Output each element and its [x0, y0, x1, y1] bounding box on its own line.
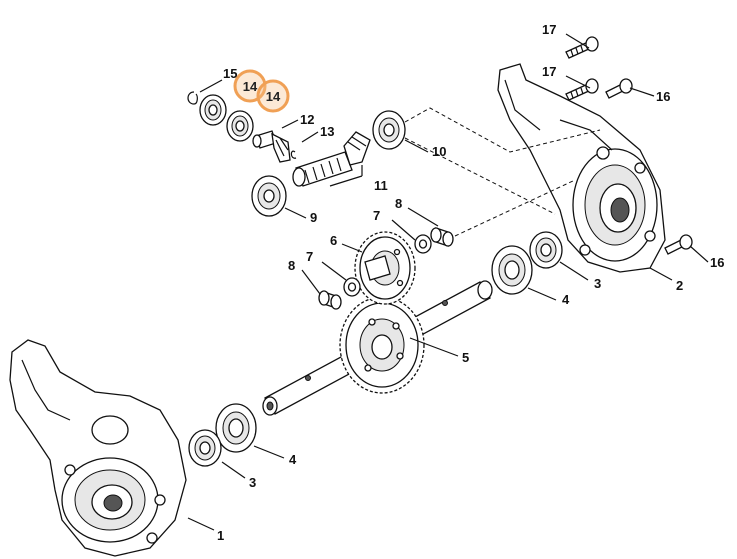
highlight-label-14b: 14	[266, 89, 281, 104]
screw-17-top	[565, 36, 599, 59]
bearing-14-a	[199, 94, 227, 126]
callout-2: 2	[676, 278, 683, 293]
callout-5: 5	[462, 350, 469, 365]
housing-right	[497, 63, 666, 273]
screw-16-top	[605, 78, 633, 99]
callout-1: 1	[217, 528, 224, 543]
callout-17-top: 17	[542, 22, 556, 37]
circlip-13	[290, 150, 297, 159]
pinion-shaft-11	[292, 131, 371, 187]
callout-17-mid: 17	[542, 64, 556, 79]
callout-12: 12	[300, 112, 314, 127]
bearing-3-left	[188, 429, 222, 467]
bearing-4-right	[491, 245, 533, 295]
callout-4-right: 4	[562, 292, 570, 307]
callout-6: 6	[330, 233, 337, 248]
assembly-lines	[404, 107, 601, 237]
callout-7-lower: 7	[306, 249, 313, 264]
callout-13: 13	[320, 124, 334, 139]
callout-4-left: 4	[289, 452, 297, 467]
bearing-3-right	[529, 231, 563, 269]
bevel-gear-12	[252, 130, 291, 163]
bearing-4-left	[215, 403, 257, 453]
highlight-marker-14a: 14	[233, 69, 267, 103]
screw-17-mid	[565, 78, 599, 101]
callout-11: 11	[374, 178, 388, 193]
washer-7-lower	[343, 277, 361, 297]
screw-16-right	[664, 234, 693, 255]
callout-16-top: 16	[656, 89, 670, 104]
bearing-10	[372, 110, 406, 150]
leader-lines	[187, 33, 709, 531]
callout-3-left: 3	[249, 475, 256, 490]
housing-left	[9, 339, 187, 557]
bearing-9	[251, 175, 287, 217]
callout-9: 9	[310, 210, 317, 225]
callout-labels: 1 2 3 3 4 4 5 6 7 7 8 8 9 10 11 12 13 15…	[217, 22, 724, 543]
sleeve-8-upper	[430, 227, 454, 247]
callout-15: 15	[223, 66, 237, 81]
callout-10: 10	[432, 144, 446, 159]
highlight-label-14a: 14	[243, 79, 258, 94]
bearing-14-b	[226, 110, 254, 142]
highlight-marker-14b: 14	[256, 79, 290, 113]
callout-8-lower: 8	[288, 258, 295, 273]
sleeve-8-lower	[318, 290, 342, 310]
washer-7-upper	[414, 234, 432, 254]
callout-3-right: 3	[594, 276, 601, 291]
callout-8-upper: 8	[395, 196, 402, 211]
circlip-15	[187, 91, 198, 105]
callout-16-right: 16	[710, 255, 724, 270]
large-gear	[339, 296, 425, 394]
gear-6	[354, 231, 416, 305]
callout-7-upper: 7	[373, 208, 380, 223]
